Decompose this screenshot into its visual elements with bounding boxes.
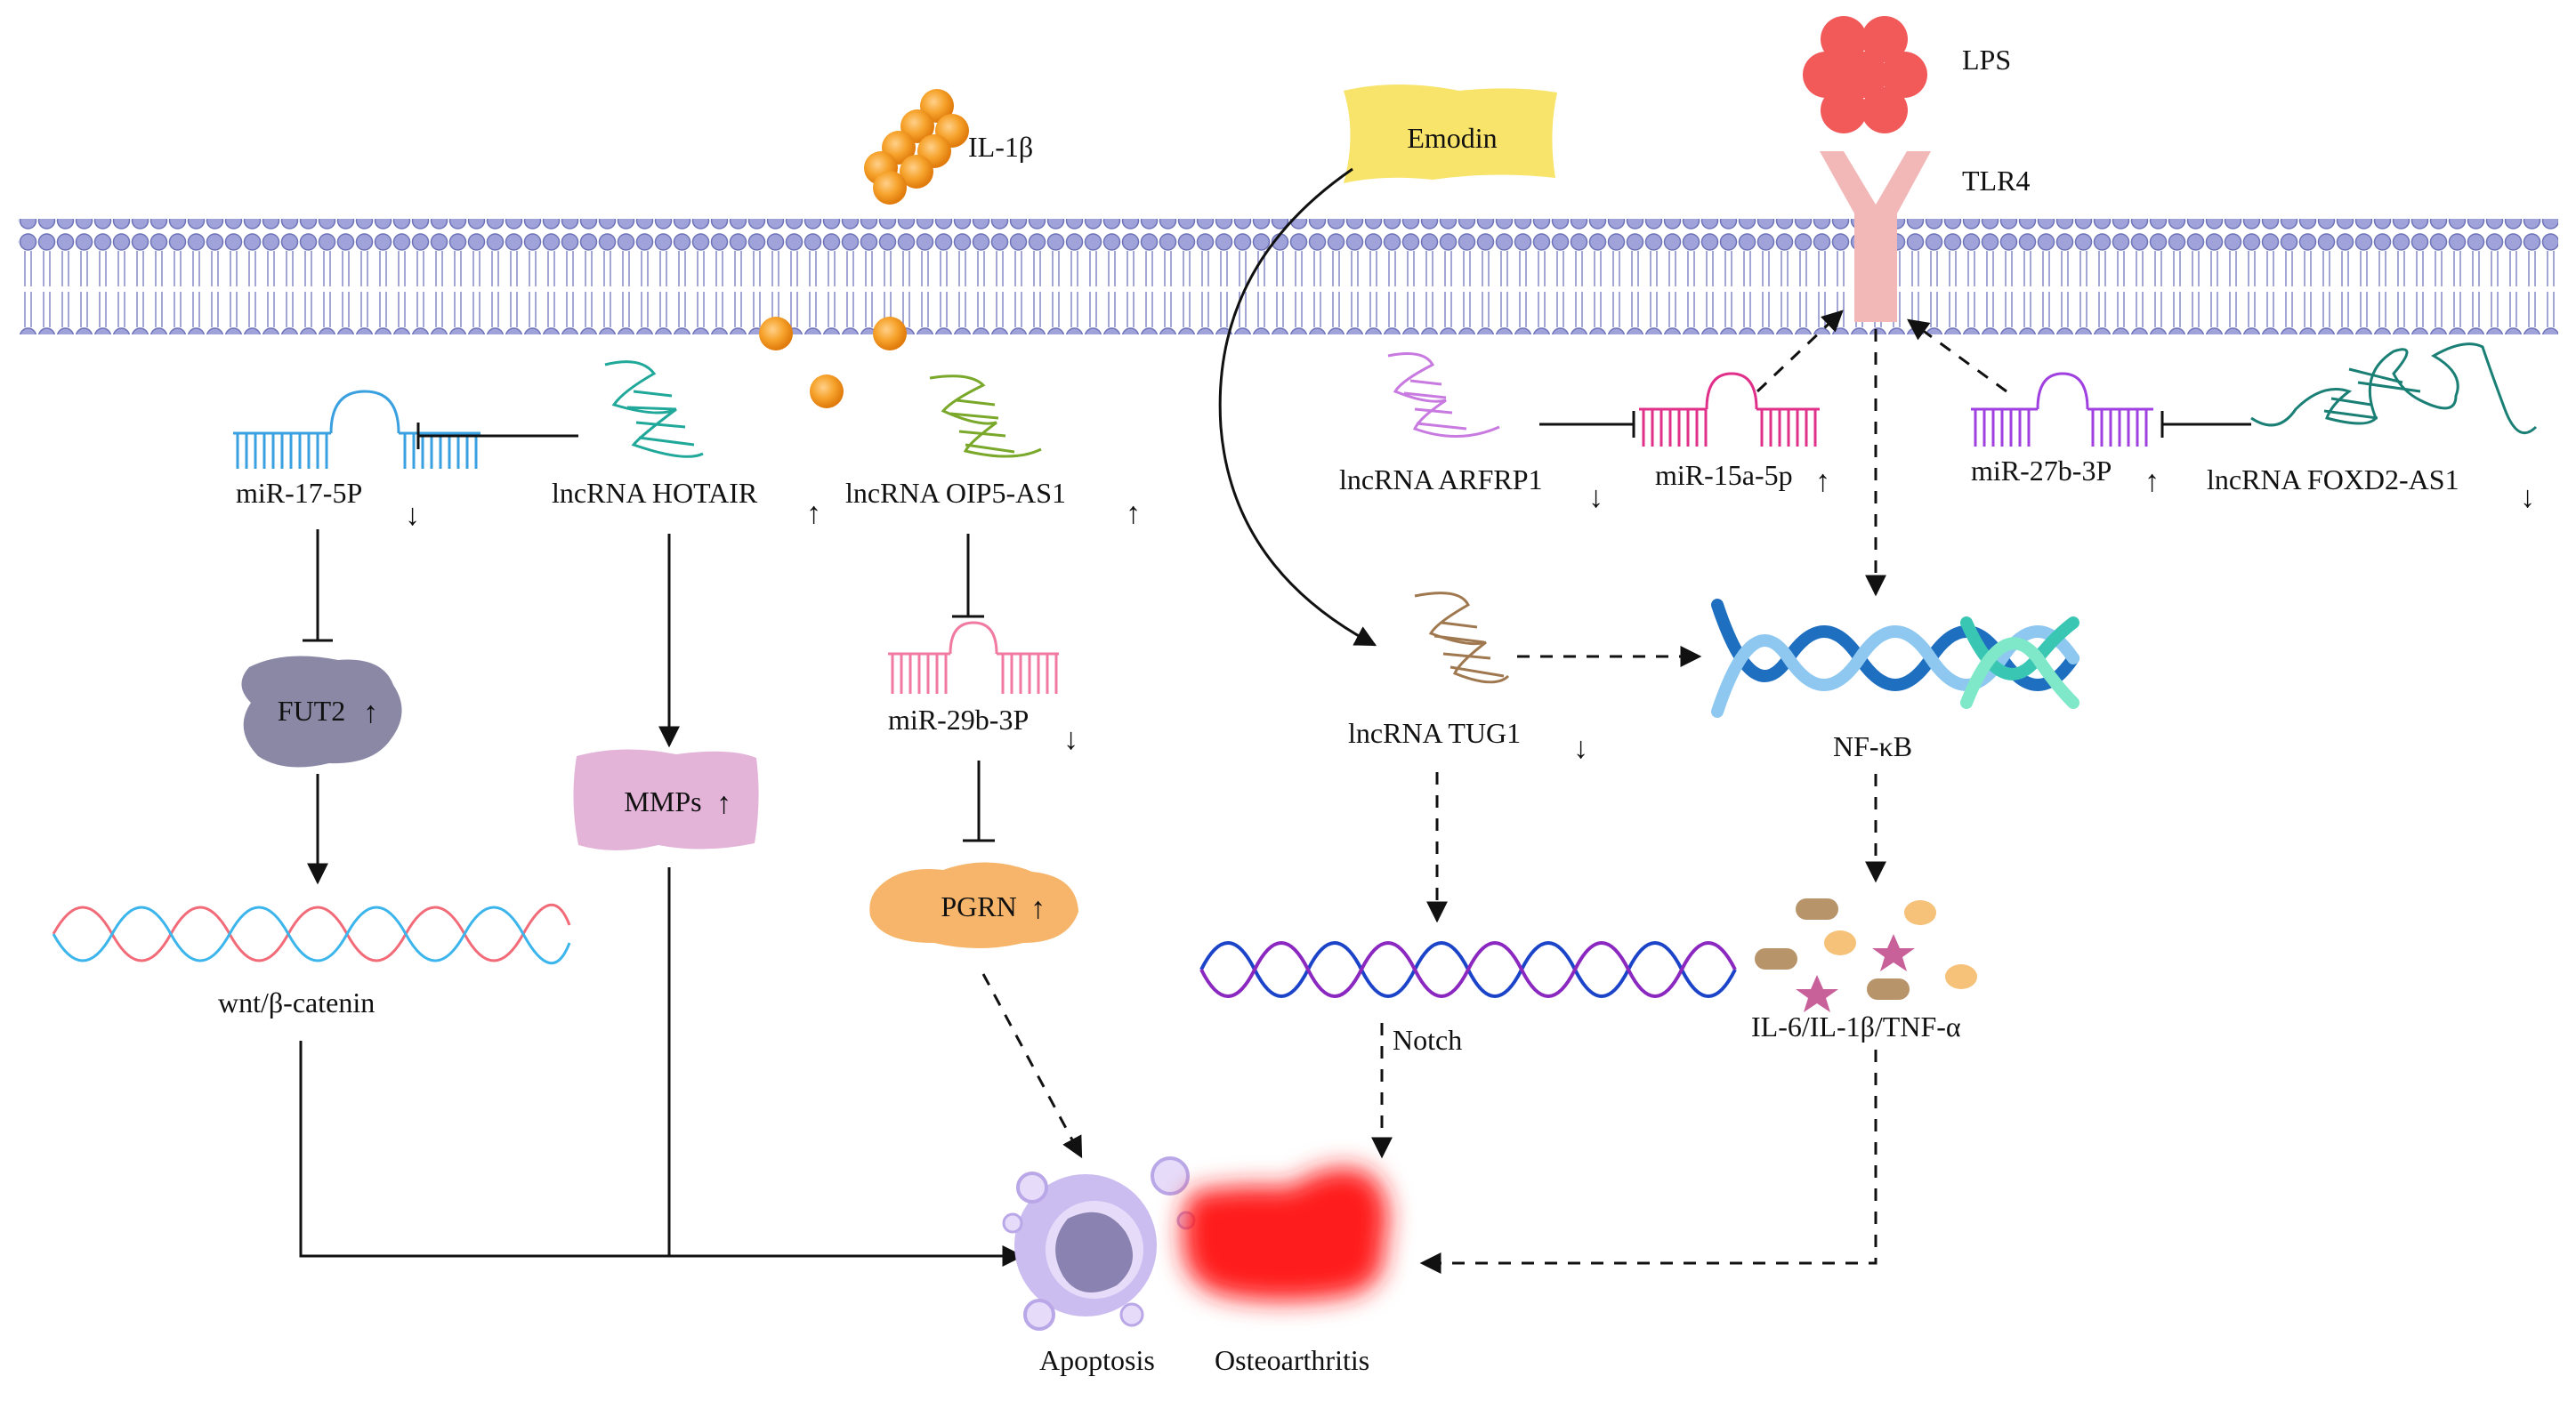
nfkb-dna-icon [1711,599,2079,718]
mir15a-up-arrow: ↑ [1815,465,1830,498]
mir29b-hairpin-icon [888,621,1059,694]
mir15a-to-tlr4 [1756,310,1844,393]
mir27b-to-tlr4 [1907,318,2007,393]
fut2-protein-icon: FUT2 ↑ [241,656,402,768]
hotair-rna-icon [604,360,704,458]
nfkb-label: NF-κB [1833,730,1912,762]
lps-label: LPS [1962,44,2011,76]
arfrp1-down-arrow: ↓ [1588,481,1603,514]
mir29b-down-arrow: ↓ [1063,723,1078,756]
pgrn-protein-icon: PGRN ↑ [869,862,1078,948]
apoptosis-cell-icon [1002,1156,1196,1331]
mir29b-label: miR-29b-3P [888,704,1029,736]
hotair-up-arrow: ↑ [806,497,821,530]
mir17-down-arrow: ↓ [405,499,420,532]
arfrp1-label: lncRNA ARFRP1 [1339,463,1543,495]
wnt-to-apoptosis [299,1041,669,1258]
mmps-up-arrow: ↑ [716,787,731,820]
tug1-rna-icon [1414,592,1510,684]
mir15a-label: miR-15a-5p [1655,459,1793,491]
tlr4-receptor-icon [1820,151,1931,322]
notch-label: Notch [1393,1024,1462,1056]
mir17-hairpin-icon [233,390,480,469]
fut2-label: FUT2 [278,695,345,727]
pgrn-label: PGRN [941,890,1016,922]
emodin-box: Emodin [1344,85,1557,183]
emodin-to-tug1 [1218,167,1377,647]
mir27b-label: miR-27b-3P [1971,455,2112,487]
cytokines-cluster-icon [1755,898,1977,1012]
cell-membrane [18,219,2558,334]
lps-cluster-icon [1803,16,1927,133]
il1b-cluster-icon [864,89,969,205]
mir17-label: miR-17-5P [236,477,362,509]
notch-helix-icon [1199,941,1737,998]
mmps-protein-icon: MMPs ↑ [573,749,759,850]
foxd2-rna-icon [2250,342,2538,435]
oip5-label: lncRNA OIP5-AS1 [845,477,1066,509]
tug1-label: lncRNA TUG1 [1348,717,1521,749]
fut2-up-arrow: ↑ [363,696,378,729]
apoptosis-label: Apoptosis [1039,1344,1155,1376]
mir27b-hairpin-icon [1971,372,2153,447]
osteoarthritis-label: Osteoarthritis [1215,1344,1369,1376]
pgrn-to-apoptosis [981,973,1083,1159]
mir27b-up-arrow: ↑ [2144,465,2160,498]
oip5-rna-icon [929,374,1042,458]
il1b-label: IL-1β [968,131,1033,163]
mmps-label: MMPs [624,785,701,817]
cytokines-label: IL-6/IL-1β/TNF-α [1751,1010,1961,1043]
wnt-label: wnt/β-catenin [218,986,375,1019]
wnt-helix-icon [52,904,571,964]
osteoarthritis-icon [1182,1167,1388,1301]
hotair-label: lncRNA HOTAIR [552,477,758,509]
foxd2-label: lncRNA FOXD2-AS1 [2207,463,2459,495]
cytokines-to-oa [1419,1050,1877,1274]
emodin-label: Emodin [1407,122,1497,154]
tlr4-label: TLR4 [1962,165,2030,197]
arfrp1-rna-icon [1387,352,1500,438]
oip5-up-arrow: ↑ [1126,497,1141,530]
mir15a-hairpin-icon [1639,372,1820,447]
tug1-down-arrow: ↓ [1573,732,1588,765]
pgrn-up-arrow: ↑ [1030,892,1046,925]
foxd2-down-arrow: ↓ [2520,481,2535,514]
il1b-internal-icon [759,317,907,408]
